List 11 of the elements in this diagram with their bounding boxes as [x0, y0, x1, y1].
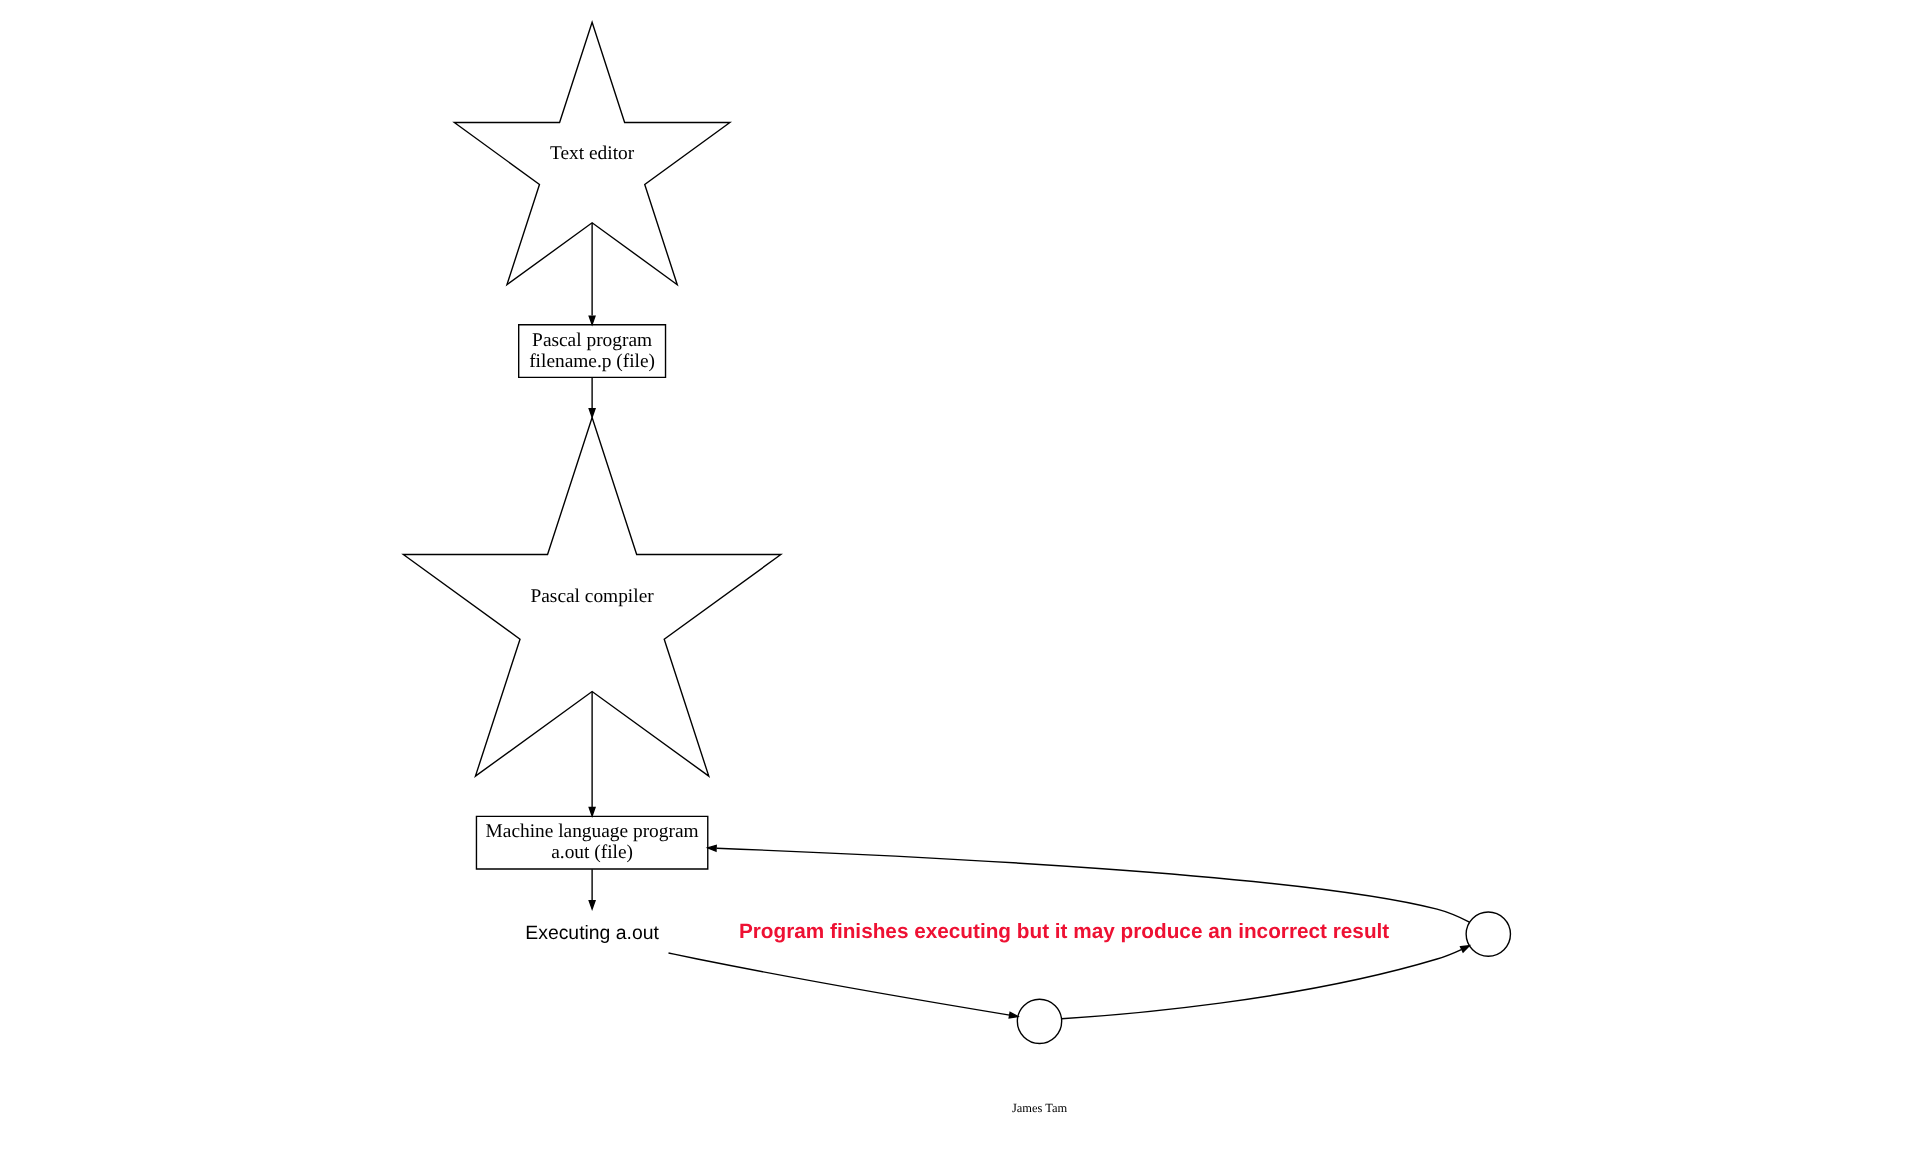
arrow: [667, 952, 1020, 1019]
node-text: Executing a.out: [525, 923, 659, 946]
node-circle: [1465, 911, 1512, 957]
node-circle: [1016, 998, 1063, 1045]
node-box: Machine language program a.out (file): [475, 815, 709, 870]
arrow: [705, 844, 1471, 923]
arrow: [1060, 944, 1472, 1020]
arrow: [588, 376, 596, 420]
node-box: Pascal program filename.p (file): [518, 324, 667, 379]
label: Program finishes executing but it may produce an incorrect result: [738, 921, 1390, 944]
arrow: [588, 868, 596, 912]
